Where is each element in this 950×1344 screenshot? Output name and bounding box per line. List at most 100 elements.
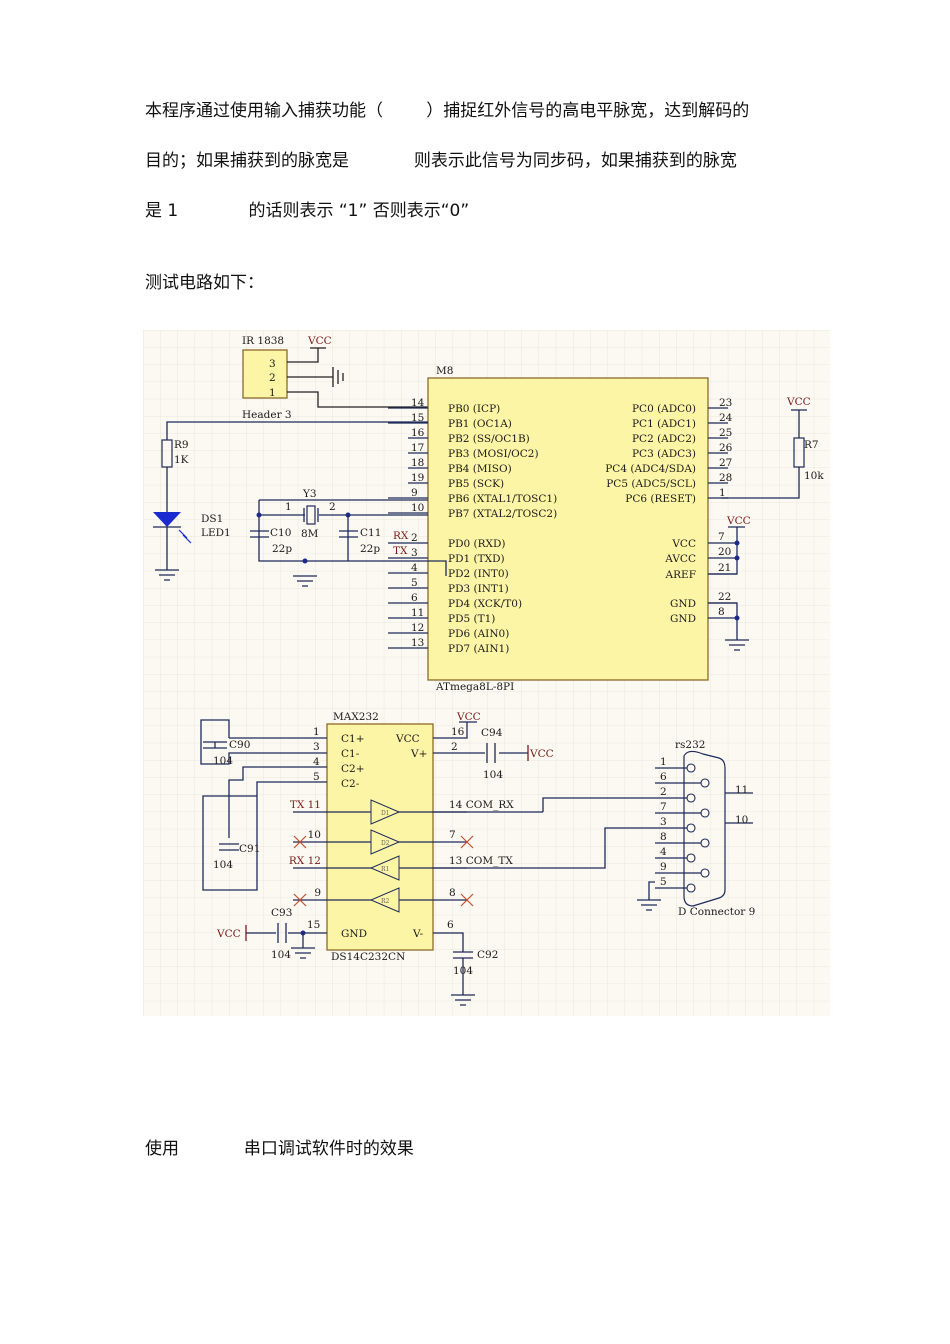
svg-text:3: 3 [411,547,418,559]
svg-text:DS14C232CN: DS14C232CN [331,951,405,963]
svg-text:2: 2 [411,532,418,544]
svg-text:PC5 (ADC5/SCL): PC5 (ADC5/SCL) [606,478,696,490]
svg-text:104: 104 [213,859,233,871]
svg-text:RX 12: RX 12 [289,855,321,867]
max232-pin-1: 1C1+ [313,726,365,745]
r7-resistor: VCC R7 10k [721,396,824,499]
svg-text:V+: V+ [410,748,427,760]
svg-text:18: 18 [411,457,424,469]
svg-text:IR 1838: IR 1838 [242,335,284,347]
svg-text:1: 1 [660,756,667,768]
svg-text:6: 6 [447,919,454,931]
svg-text:21: 21 [718,562,731,574]
svg-text:rs232: rs232 [675,739,705,751]
svg-text:PB7 (XTAL2/TOSC2): PB7 (XTAL2/TOSC2) [448,508,557,520]
svg-text:AREF: AREF [665,569,696,581]
svg-text:25: 25 [719,427,732,439]
db9-pin-7: 7 [655,801,710,818]
svg-text:PB5 (SCK): PB5 (SCK) [448,478,504,490]
svg-text:4: 4 [411,562,418,574]
svg-text:PB0 (ICP): PB0 (ICP) [448,403,500,415]
svg-text:C90: C90 [229,739,250,751]
svg-text:10: 10 [411,502,424,514]
svg-text:PD0 (RXD): PD0 (RXD) [448,538,506,550]
svg-text:7: 7 [718,531,725,543]
svg-text:6: 6 [411,592,418,604]
svg-text:PB3 (MOSI/OC2): PB3 (MOSI/OC2) [448,448,539,460]
svg-text:PC6 (RESET): PC6 (RESET) [625,493,696,505]
svg-text:PC4 (ADC4/SDA): PC4 (ADC4/SDA) [605,463,696,475]
svg-text:C2+: C2+ [341,763,365,775]
svg-text:8: 8 [449,887,456,899]
svg-text:3: 3 [660,816,667,828]
svg-text:8: 8 [660,831,667,843]
svg-text:1: 1 [269,387,276,399]
svg-text:PC3 (ADC3): PC3 (ADC3) [632,448,696,460]
svg-text:7: 7 [449,829,456,841]
intro-line-2: 目的；如果捕获到的脉宽是 则表示此信号为同步码，如果捕获到的脉宽 [145,151,737,171]
svg-text:PD7 (AIN1): PD7 (AIN1) [448,643,509,655]
svg-text:24: 24 [719,412,733,424]
svg-text:11: 11 [735,784,748,796]
svg-text:PD5 (T1): PD5 (T1) [448,613,495,625]
svg-text:10: 10 [735,814,748,826]
svg-text:VCC: VCC [456,711,481,723]
svg-text:PB4 (MISO): PB4 (MISO) [448,463,512,475]
svg-text:VCC: VCC [529,748,554,760]
svg-text:PD4 (XCK/T0): PD4 (XCK/T0) [448,598,522,610]
svg-text:9: 9 [660,861,667,873]
svg-text:VCC: VCC [671,538,696,550]
svg-text:22: 22 [718,591,731,603]
svg-text:26: 26 [719,442,733,454]
svg-text:R7: R7 [804,439,819,451]
svg-text:C2-: C2- [341,778,360,790]
svg-text:VCC: VCC [395,733,420,745]
svg-text:RX: RX [393,530,409,542]
svg-text:D Connector 9: D Connector 9 [678,906,755,918]
svg-text:17: 17 [411,442,424,454]
svg-text:3: 3 [313,741,320,753]
svg-text:C94: C94 [481,727,503,739]
svg-text:C91: C91 [239,843,260,855]
svg-text:22p: 22p [272,543,292,555]
svg-text:R9: R9 [174,439,189,451]
svg-text:PB6 (XTAL1/TOSC1): PB6 (XTAL1/TOSC1) [448,493,557,505]
svg-text:PC2 (ADC2): PC2 (ADC2) [632,433,696,445]
ir-receiver-header: IR 1838 Header 3 3 2 1 VCC [242,335,428,421]
circuit-schematic: IR 1838 Header 3 3 2 1 VCC M8 ATmega8L-8… [143,330,830,1016]
svg-text:4: 4 [660,846,667,858]
db9-pin-6: 6 [655,771,710,788]
svg-text:LED1: LED1 [201,527,231,539]
svg-text:C93: C93 [271,907,292,919]
svg-text:20: 20 [718,546,731,558]
c90-c91-caps: C90 104 C91 104 [200,719,327,891]
svg-text:MAX232: MAX232 [333,711,379,723]
svg-text:2: 2 [451,741,458,753]
svg-text:104: 104 [213,755,233,767]
svg-text:VCC: VCC [726,515,751,527]
svg-text:28: 28 [719,472,732,484]
svg-text:22p: 22p [360,543,380,555]
svg-text:2: 2 [660,786,667,798]
svg-text:5: 5 [660,876,667,888]
svg-text:1: 1 [719,487,726,499]
svg-text:14: 14 [411,397,425,409]
svg-text:9: 9 [411,487,418,499]
svg-text:D2: D2 [381,840,390,847]
db9-pin-2: 2 [655,786,696,803]
svg-text:104: 104 [271,949,291,961]
svg-text:C11: C11 [360,527,381,539]
